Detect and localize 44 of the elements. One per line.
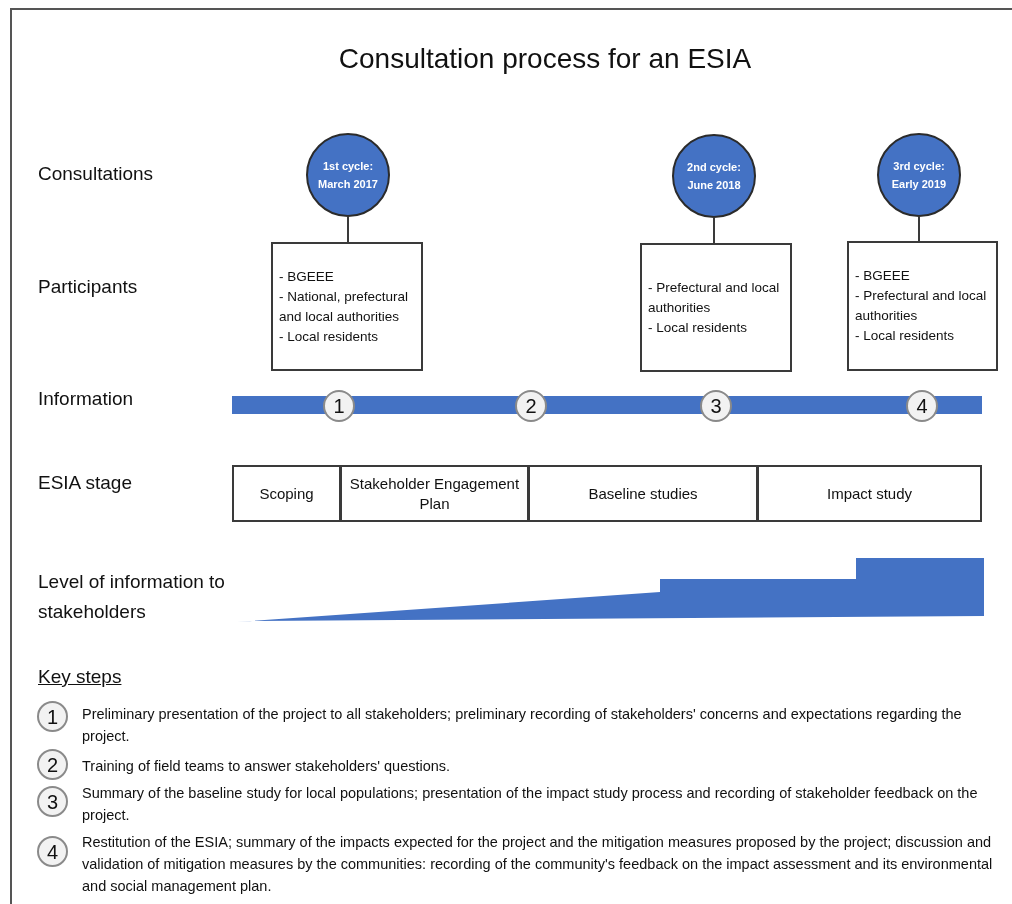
row-label: Information <box>38 387 135 411</box>
node-text: - Prefectural and local authorities <box>648 278 781 317</box>
node-text: - Local residents <box>855 327 956 345</box>
node-text: Stakeholder Engagement Plan <box>348 473 521 514</box>
node-text: 4 <box>916 394 928 419</box>
node-text: - BGEEE <box>855 267 911 285</box>
node-text: 1 <box>46 704 59 730</box>
node-text: 2nd cycle: June 2018 <box>686 160 742 193</box>
step-description: Preliminary presentation of the project to all stakeholders; preliminary recording of stakeholders' concerns and expectations regarding the project. <box>82 705 963 746</box>
node-text: Impact study <box>826 483 912 504</box>
participants-box <box>847 241 998 371</box>
node-text: - BGEEE <box>279 267 335 286</box>
node-text: 2 <box>46 752 59 778</box>
step-description: Training of field teams to answer stakeholders' questions. <box>82 757 452 776</box>
node-text: Scoping <box>259 483 314 504</box>
connector-line <box>918 216 920 242</box>
node-text: - National, prefectural and local authorities <box>279 287 410 326</box>
connector-line <box>713 217 715 244</box>
node-text: - Prefectural and local authorities <box>855 287 988 325</box>
diagram-title: Consultation process for an ESIA <box>337 42 753 76</box>
stage-box <box>528 465 758 522</box>
row-label: Participants <box>38 275 139 299</box>
stage-box <box>232 465 341 522</box>
node-text: 1 <box>333 394 345 419</box>
node-text: - Local residents <box>648 318 749 337</box>
step-description: Summary of the baseline study for local populations; presentation of the impact study process and recording of stakeholder feedback on the project. <box>82 784 979 825</box>
row-label: Level of information to stakeholders <box>38 570 226 624</box>
stage-box <box>757 465 982 522</box>
node-text: - Local residents <box>279 327 380 346</box>
node-text: 3 <box>46 789 59 815</box>
section-heading: Key steps <box>38 665 123 689</box>
node-text: 4 <box>46 839 59 865</box>
row-label: ESIA stage <box>38 471 133 495</box>
participants-box <box>271 242 423 371</box>
step-description: Restitution of the ESIA; summary of the impacts expected for the project and the mitigation measures proposed by the project; discussion and validation of mitigation measures by the communities: recording of the community's feedback on the impact assessment and its environmental and social management plan. <box>82 833 994 896</box>
stage-box <box>340 465 529 522</box>
node-text: 3rd cycle: Early 2019 <box>890 159 948 192</box>
node-text: 2 <box>525 394 537 419</box>
node-text: Baseline studies <box>588 483 698 504</box>
participants-box <box>640 243 792 372</box>
node-text: 1st cycle: March 2017 <box>317 159 379 192</box>
node-text: 3 <box>710 394 722 419</box>
connector-line <box>347 216 349 243</box>
row-label: Consultations <box>38 162 155 186</box>
